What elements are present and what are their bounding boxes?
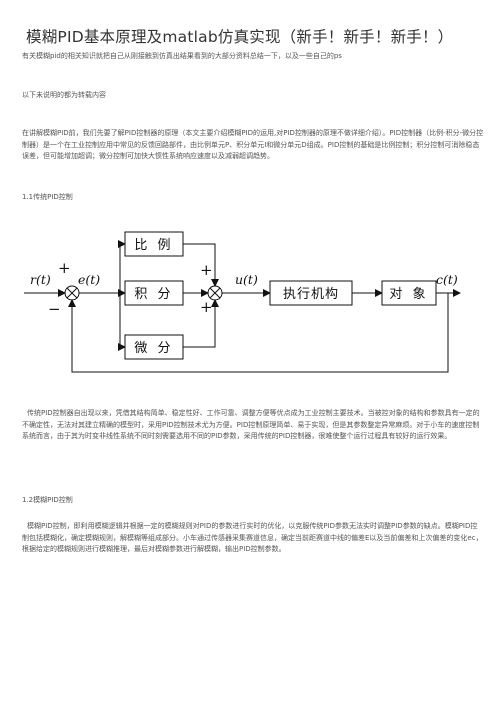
derivative-block <box>124 334 184 360</box>
integral-label: 积 分 <box>134 287 173 302</box>
page-title: 模糊PID基本原理及matlab仿真实现（新手！新手！新手！） <box>26 28 454 46</box>
plant-block <box>381 280 437 306</box>
section-heading-fuzzy-pid: 1.2模糊PID控制 <box>22 496 73 504</box>
proportional-label: 比 例 <box>134 238 173 253</box>
feedback-path <box>68 293 449 373</box>
signal-e-label: e(t) <box>78 272 100 287</box>
plant-label: 对 象 <box>389 287 428 302</box>
sign-plus-top: + <box>200 261 213 279</box>
signal-r-label: r(t) <box>30 272 51 287</box>
actuator-label: 执行机构 <box>283 287 339 302</box>
traditional-pid-paragraph: 传统PID控制器自出现以来，凭借其结构简单、稳定性好、工作可靠、调整方便等优点成… <box>22 409 480 440</box>
signal-u-label: u(t) <box>235 272 258 287</box>
intro-paragraph: 有关模糊pid的相关知识就把自己从刚接触到仿真出结果看到的大部分资料总结一下，以… <box>22 52 342 60</box>
signal-c-label: c(t) <box>436 272 458 287</box>
pid-intro-paragraph: 在讲解模糊PID前，我们先要了解PID控制器的原理（本文主要介绍模糊PID的运用… <box>22 129 484 160</box>
proportional-block <box>124 231 184 257</box>
sign-plus-bottom: + <box>200 298 213 316</box>
actuator-block <box>269 280 353 306</box>
sign-minus-feedback: − <box>48 300 61 318</box>
summing-junction-output <box>207 285 223 301</box>
derivative-label: 微 分 <box>134 341 173 356</box>
sign-plus-input: + <box>58 259 71 277</box>
section-heading-traditional-pid: 1.1传统PID控制 <box>22 193 73 201</box>
summing-junction-error <box>64 285 80 301</box>
fuzzy-pid-paragraph: 模糊PID控制，即利用模糊逻辑并根据一定的模糊规则对PID的参数进行实时的优化，… <box>22 522 483 553</box>
repost-note: 以下未说明的都为转载内容 <box>22 91 106 99</box>
pid-block-diagram: r(t) e(t) u(t) c(t) + − + + <box>24 231 461 373</box>
integral-block <box>124 280 184 306</box>
